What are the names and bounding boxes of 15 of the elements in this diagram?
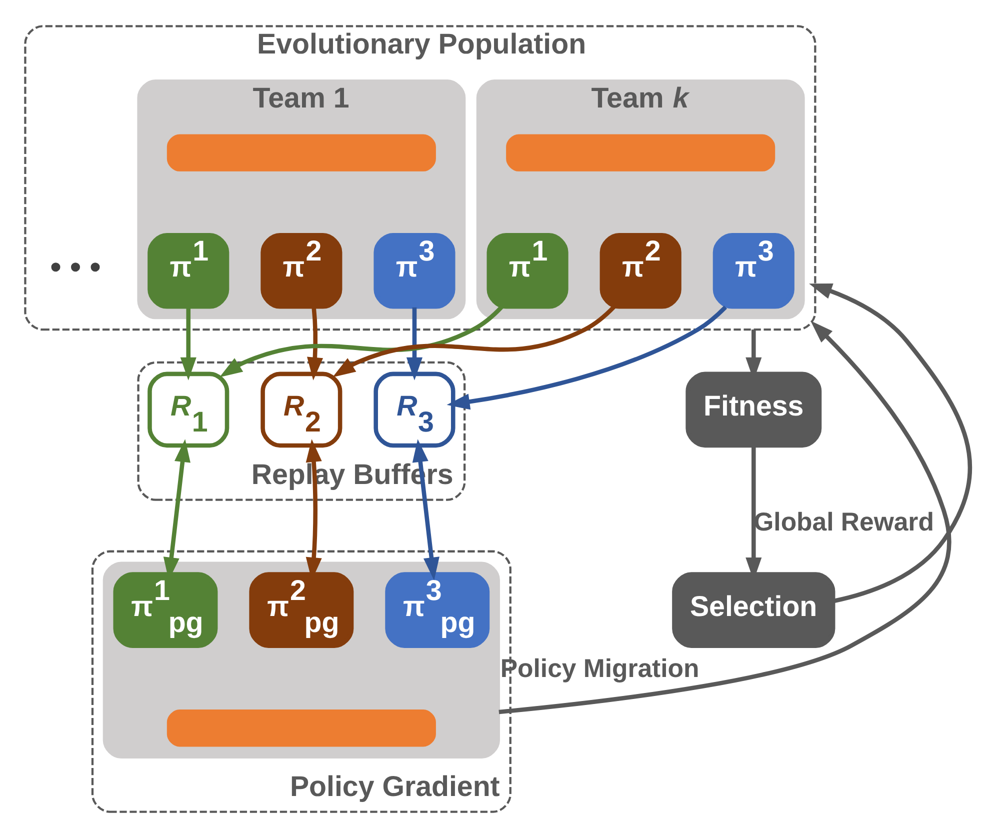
cluster	[102, 561, 500, 758]
arrow	[307, 306, 324, 380]
node-bar	[506, 134, 776, 171]
label: • • •	[50, 248, 101, 284]
arrow	[219, 304, 504, 377]
node-box: Selection	[672, 572, 836, 648]
node-bar	[166, 134, 436, 171]
arrow	[498, 320, 952, 714]
arrow	[406, 306, 423, 380]
node-box: Fitness	[686, 371, 822, 448]
node-bar	[166, 709, 436, 746]
arrow	[180, 306, 196, 380]
arrow	[412, 438, 440, 580]
arrow	[809, 282, 972, 603]
arrow	[332, 304, 616, 377]
